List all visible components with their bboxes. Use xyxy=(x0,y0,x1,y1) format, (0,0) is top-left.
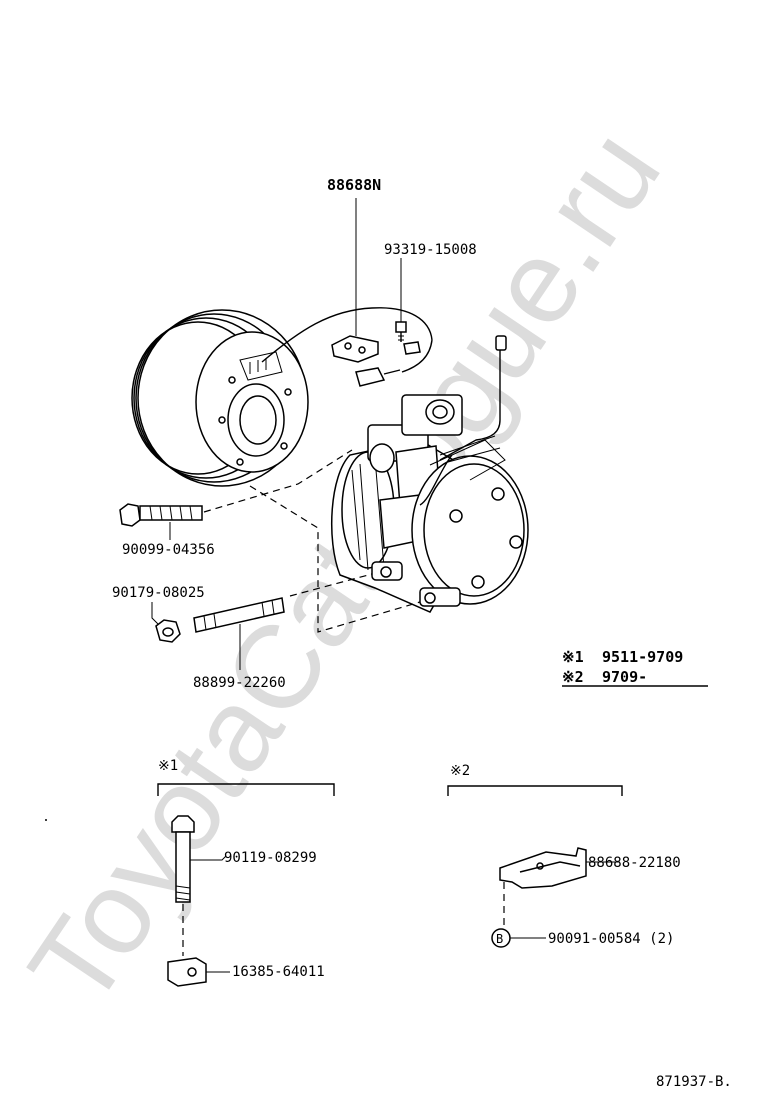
section-v1-mark: ※1 xyxy=(158,758,178,774)
section-v2-mark: ※2 xyxy=(450,763,470,779)
clip-part xyxy=(395,321,407,342)
bolt-part xyxy=(119,503,203,527)
label-bolt: 90099-04356 xyxy=(122,542,215,558)
label-nut: 90179-08025 xyxy=(112,585,205,601)
variant-1-section: ※1 90119-08299 16385-64011 xyxy=(157,758,335,987)
figure-code: 871937-B. xyxy=(656,1074,732,1090)
legend-v1-range: 9511-9709 xyxy=(602,648,683,666)
leader-nut xyxy=(151,602,159,625)
legend-v2-range: 9709- xyxy=(602,668,647,686)
legend-v1-mark: ※1 xyxy=(562,648,584,666)
variant-legend: ※1 9511-9709 ※2 9709- xyxy=(562,648,708,687)
clutch-pulley xyxy=(131,309,309,487)
label-clip: 93319-15008 xyxy=(384,242,477,258)
label-harness: 88688N xyxy=(327,176,381,194)
label-screw-v2: 90091-00584 (2) xyxy=(548,931,674,947)
assembly-line-upper xyxy=(203,449,353,513)
assembly-line-mid xyxy=(249,485,421,633)
stray-dot xyxy=(45,819,47,821)
wire-harness xyxy=(261,307,507,506)
legend-v2-mark: ※2 xyxy=(562,668,584,686)
label-stud: 88899-22260 xyxy=(193,675,286,691)
screw-ref-letter: B xyxy=(496,932,503,946)
label-bracket-v2: 88688-22180 xyxy=(588,855,681,871)
variant-2-section: ※2 B 88688-22180 90091-00584 (2) xyxy=(447,763,681,948)
assembly-line-lower xyxy=(289,573,373,597)
stud-part xyxy=(193,597,285,633)
label-bolt-v1: 90119-08299 xyxy=(224,850,317,866)
label-block-v1: 16385-64011 xyxy=(232,964,325,980)
nut-part xyxy=(155,619,181,643)
